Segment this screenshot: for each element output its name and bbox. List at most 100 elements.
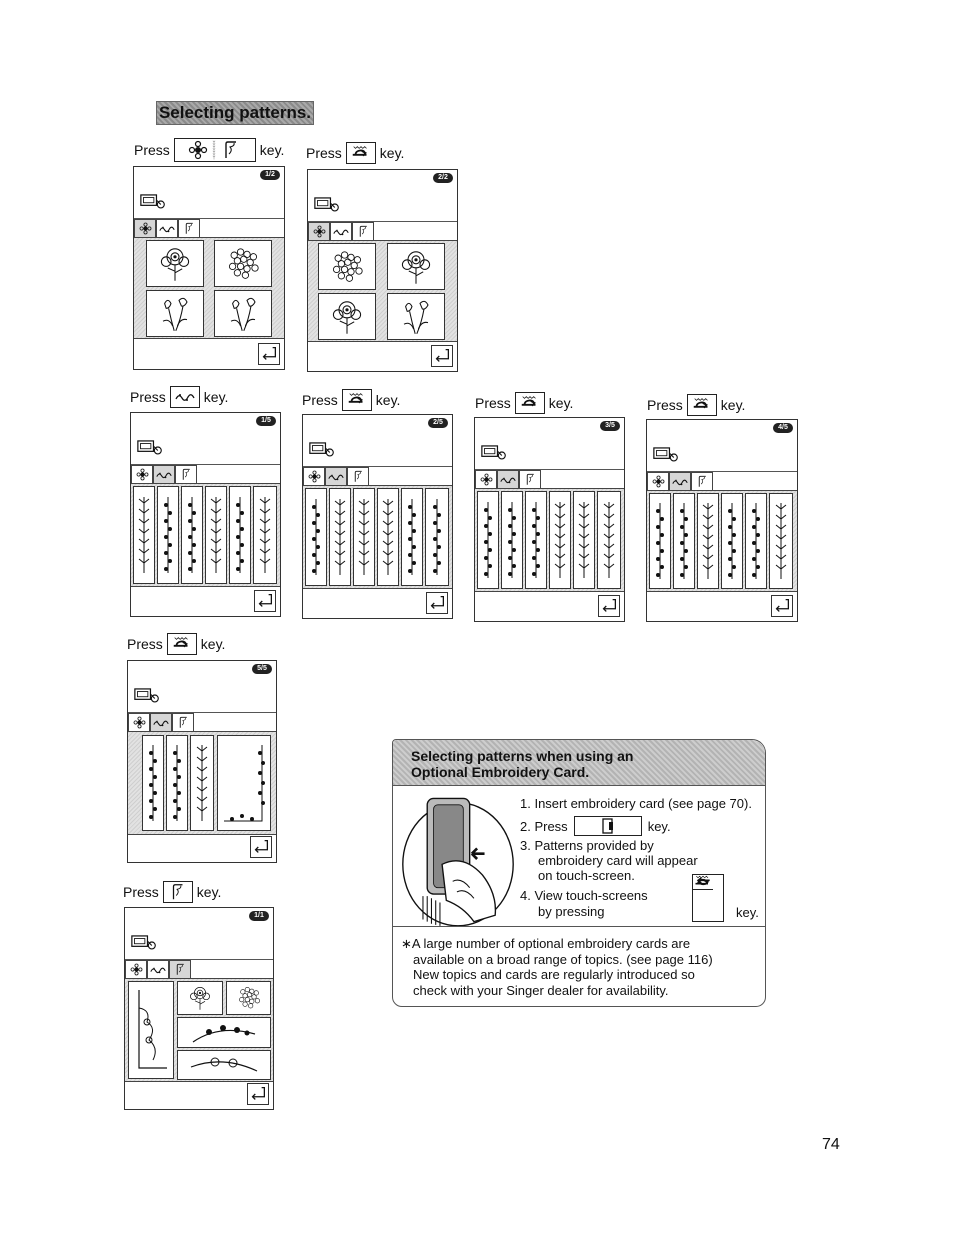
corner-vine-icon bbox=[138, 990, 167, 1069]
tab-flowers[interactable] bbox=[125, 960, 147, 978]
border-icon bbox=[156, 470, 172, 480]
touch-screen-borders-page-5: 5/5 bbox=[127, 660, 277, 863]
pattern-cell[interactable] bbox=[318, 293, 376, 340]
pattern-cell[interactable] bbox=[697, 493, 719, 589]
pattern-cell[interactable] bbox=[146, 240, 204, 287]
tab-corners[interactable] bbox=[175, 465, 197, 483]
tab-flowers[interactable] bbox=[303, 467, 325, 485]
pattern-cell[interactable] bbox=[166, 735, 188, 831]
pattern-cell[interactable] bbox=[133, 486, 155, 584]
step-2-key: key. bbox=[647, 818, 671, 834]
tab-borders[interactable] bbox=[325, 467, 347, 485]
caption-press: Press bbox=[475, 395, 511, 411]
pattern-cell[interactable] bbox=[229, 486, 251, 584]
tab-flowers[interactable] bbox=[131, 465, 153, 483]
back-button[interactable] bbox=[254, 590, 276, 612]
pattern-cell[interactable] bbox=[525, 491, 547, 589]
pattern-cell[interactable] bbox=[318, 243, 376, 290]
pattern-cell[interactable] bbox=[214, 240, 272, 287]
pattern-cell[interactable] bbox=[177, 1017, 271, 1048]
next-key[interactable] bbox=[514, 392, 545, 414]
back-button[interactable] bbox=[247, 1083, 269, 1105]
tab-corners[interactable] bbox=[691, 472, 713, 490]
tab-flowers[interactable] bbox=[128, 713, 150, 731]
next-key[interactable] bbox=[686, 394, 717, 416]
embroidery-key[interactable] bbox=[173, 138, 256, 162]
pattern-cell[interactable] bbox=[329, 488, 351, 586]
pattern-cell[interactable] bbox=[573, 491, 595, 589]
pattern-cell[interactable] bbox=[157, 486, 179, 584]
floral-spray-icon bbox=[190, 1057, 258, 1072]
pattern-cell[interactable] bbox=[673, 493, 695, 589]
tab-borders[interactable] bbox=[147, 960, 169, 978]
card-key[interactable] bbox=[573, 816, 642, 836]
pattern-cell[interactable] bbox=[353, 488, 375, 586]
pattern-cell[interactable] bbox=[377, 488, 399, 586]
tab-corners[interactable] bbox=[352, 222, 374, 240]
back-button[interactable] bbox=[426, 592, 448, 614]
touch-screen-borders-page-3: 3/5 bbox=[474, 417, 625, 622]
pattern-cell[interactable] bbox=[425, 488, 449, 586]
pattern-cell[interactable] bbox=[146, 290, 204, 337]
pattern-cell[interactable] bbox=[745, 493, 767, 589]
pattern-cell[interactable] bbox=[305, 488, 327, 586]
pattern-cell[interactable] bbox=[501, 491, 523, 589]
back-button[interactable] bbox=[598, 595, 620, 617]
caption-embroidery-key: Press key. bbox=[134, 138, 284, 162]
border-pattern-icon bbox=[170, 743, 184, 823]
availability-note: ∗A large number of optional embroidery c… bbox=[401, 936, 756, 998]
pattern-cell[interactable] bbox=[142, 735, 164, 831]
tab-flowers[interactable] bbox=[308, 222, 330, 240]
next-key[interactable] bbox=[166, 633, 197, 655]
back-button[interactable] bbox=[431, 345, 453, 367]
tab-borders[interactable] bbox=[497, 470, 519, 488]
border-icon bbox=[174, 391, 196, 403]
pattern-cell[interactable] bbox=[649, 493, 671, 589]
corner-key[interactable] bbox=[162, 881, 193, 903]
caption-press: Press bbox=[302, 392, 338, 408]
pattern-cell[interactable] bbox=[387, 293, 445, 340]
back-button[interactable] bbox=[771, 595, 793, 617]
next-key[interactable] bbox=[345, 142, 376, 164]
pattern-cell[interactable] bbox=[597, 491, 621, 589]
pattern-cell[interactable] bbox=[253, 486, 277, 584]
tab-borders[interactable] bbox=[669, 472, 691, 490]
pattern-cell[interactable] bbox=[205, 486, 227, 584]
tab-flowers[interactable] bbox=[647, 472, 669, 490]
pattern-cell[interactable] bbox=[226, 981, 271, 1015]
pattern-cell[interactable] bbox=[477, 491, 499, 589]
tab-corners[interactable] bbox=[169, 960, 191, 978]
pattern-cell[interactable] bbox=[721, 493, 743, 589]
corner-icon bbox=[220, 140, 242, 160]
pattern-cell[interactable] bbox=[214, 290, 272, 337]
pattern-cell[interactable] bbox=[128, 981, 174, 1079]
tab-borders[interactable] bbox=[153, 465, 175, 483]
next-key[interactable] bbox=[341, 389, 372, 411]
tab-corners[interactable] bbox=[519, 470, 541, 488]
tab-corners[interactable] bbox=[347, 467, 369, 485]
tab-corners[interactable] bbox=[172, 713, 194, 731]
tab-flowers[interactable] bbox=[134, 219, 156, 237]
tab-borders[interactable] bbox=[156, 219, 178, 237]
pattern-cell[interactable] bbox=[177, 1050, 271, 1080]
border-pattern-icon bbox=[481, 500, 495, 580]
pattern-cell[interactable] bbox=[769, 493, 793, 589]
border-key[interactable] bbox=[169, 386, 200, 408]
page-indicator: 5/5 bbox=[252, 664, 272, 674]
tab-corners[interactable] bbox=[178, 219, 200, 237]
border-pattern-icon bbox=[430, 497, 444, 577]
back-button[interactable] bbox=[250, 836, 272, 858]
pattern-cell[interactable] bbox=[181, 486, 203, 584]
tab-borders[interactable] bbox=[150, 713, 172, 731]
hoop-icon bbox=[653, 444, 679, 464]
pattern-cell[interactable] bbox=[177, 981, 223, 1015]
pattern-cell[interactable] bbox=[549, 491, 571, 589]
pattern-cell[interactable] bbox=[387, 243, 445, 290]
tab-borders[interactable] bbox=[330, 222, 352, 240]
next-key[interactable] bbox=[693, 875, 713, 889]
pattern-cell[interactable] bbox=[217, 735, 271, 831]
tab-flowers[interactable] bbox=[475, 470, 497, 488]
back-button[interactable] bbox=[258, 343, 280, 365]
pattern-cell[interactable] bbox=[401, 488, 423, 586]
pattern-cell[interactable] bbox=[190, 735, 214, 831]
